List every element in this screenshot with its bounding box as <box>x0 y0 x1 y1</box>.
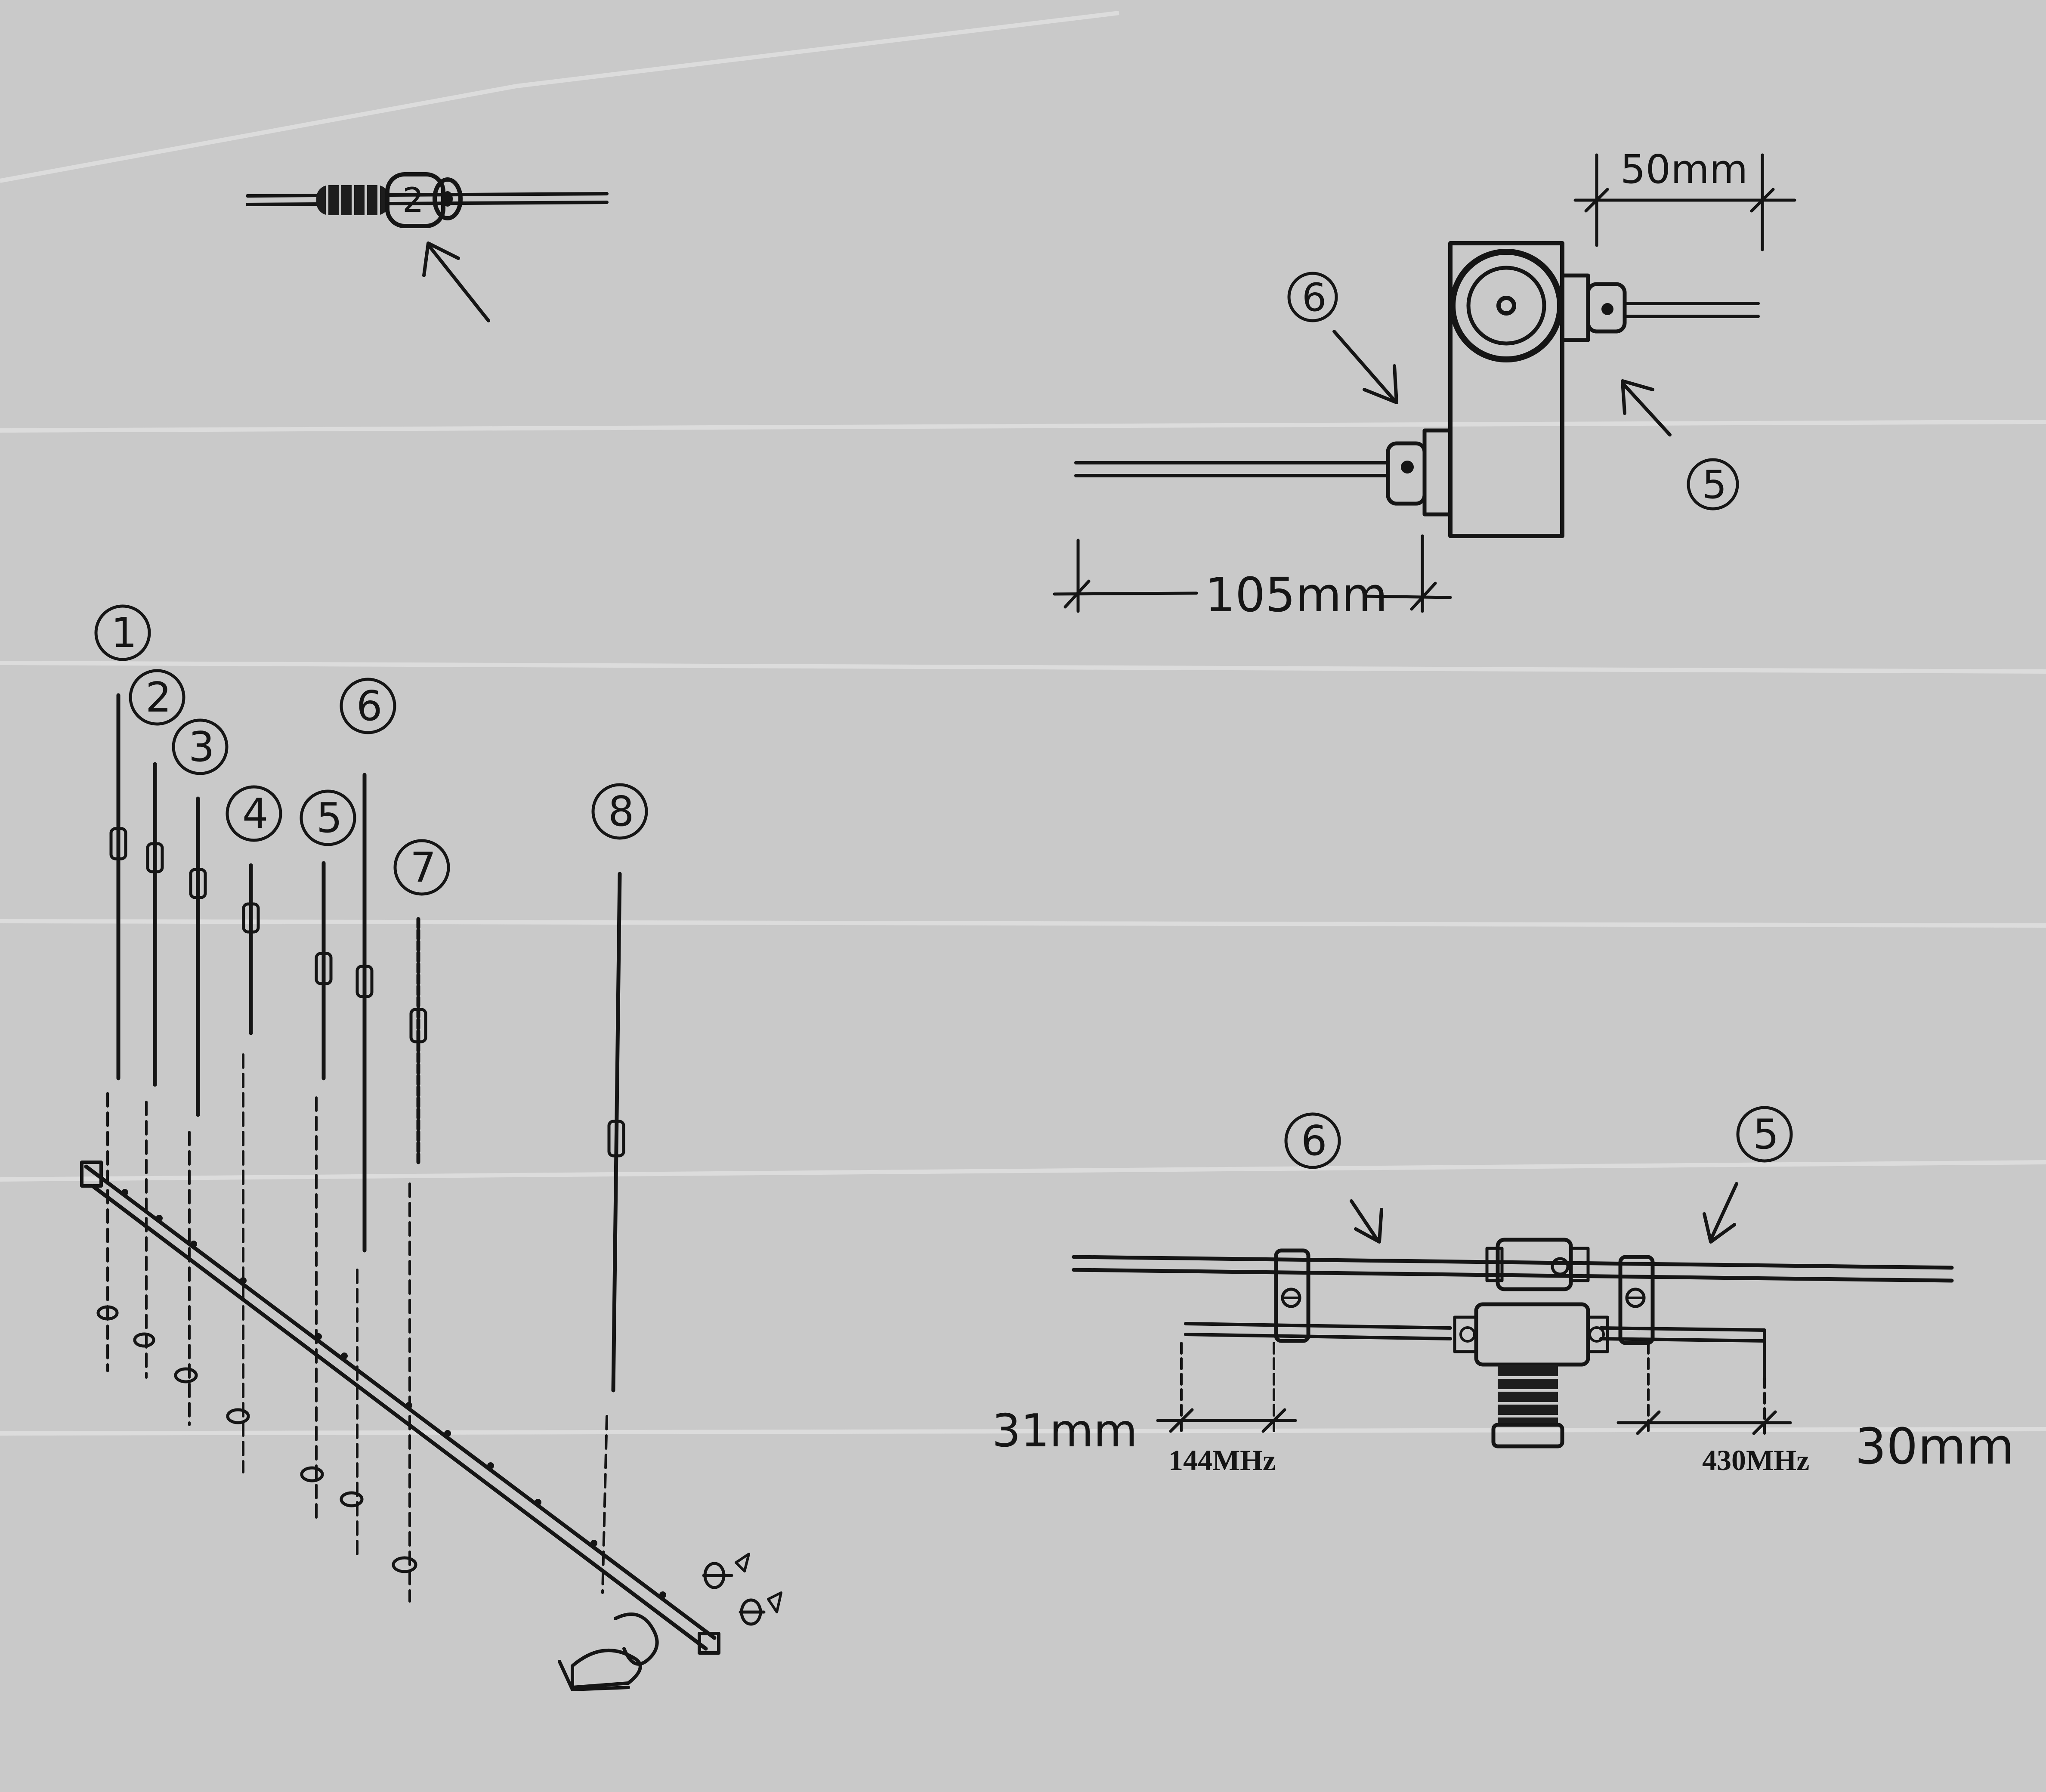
label-4: 4 <box>242 790 268 838</box>
dim-50mm-label: 50mm <box>1620 146 1748 192</box>
element-3 <box>174 796 207 1426</box>
label-2: 2 <box>145 674 171 721</box>
clamp-5-side <box>1618 1255 1655 1345</box>
bolt-nut-1 <box>702 1553 750 1589</box>
duplexer-body <box>1448 241 1564 538</box>
element-8 <box>601 872 625 1594</box>
element-4 <box>226 863 260 1473</box>
label-5-side: 5 <box>1753 1111 1779 1158</box>
band-144mhz-label: 144MHz <box>1168 1444 1276 1476</box>
label-6-side: 6 <box>1301 1117 1327 1165</box>
dimension-105mm: 105mm <box>1053 534 1452 622</box>
coil-windings <box>316 185 389 215</box>
label-6-top: 6 <box>1302 275 1326 320</box>
element-number-labels: 1 2 3 4 5 6 7 8 <box>94 604 648 896</box>
label-8: 8 <box>608 788 634 836</box>
label-7: 7 <box>410 844 436 891</box>
label-3: 3 <box>189 724 214 771</box>
connector-6-top <box>1074 428 1453 517</box>
band-430mhz-label: 430MHz <box>1702 1444 1809 1476</box>
connector-5-top <box>1560 273 1760 342</box>
mounting-clamp <box>558 1612 659 1691</box>
element-7 <box>392 917 427 1603</box>
dimension-31mm-144mhz: 31mm 144MHz <box>992 1342 1297 1476</box>
label-5-top: 5 <box>1702 462 1727 508</box>
bolt-nut-2 <box>739 1591 782 1626</box>
dim-31mm-label: 31mm <box>992 1405 1137 1457</box>
dim-105mm-label: 105mm <box>1205 567 1388 622</box>
label-6: 6 <box>356 683 382 730</box>
label-1: 1 <box>111 610 137 657</box>
label-5: 5 <box>316 795 342 842</box>
element-1 <box>96 693 127 1372</box>
loading-coil-detail: 2 <box>246 172 609 322</box>
exploded-antenna-view: 1 2 3 4 5 6 7 8 <box>80 604 782 1691</box>
duplexer-body-side <box>1453 1238 1609 1448</box>
duplexer-top-view: 50mm 6 5 <box>1053 146 1796 622</box>
duplexer-side-view: 6 5 31mm 144MHz 430MHz 30mm <box>992 1106 2014 1476</box>
dimension-50mm: 50mm <box>1573 146 1796 251</box>
element-2 <box>133 762 164 1379</box>
callout-2-label: 2 <box>402 181 424 220</box>
paper-creases <box>0 11 2046 1436</box>
element-5 <box>300 861 333 1525</box>
dimension-30mm-430mhz: 430MHz 30mm <box>1616 1342 2014 1476</box>
element-6 <box>340 773 374 1555</box>
clamp-6-side <box>1274 1248 1310 1343</box>
dim-30mm-label: 30mm <box>1855 1418 2014 1476</box>
